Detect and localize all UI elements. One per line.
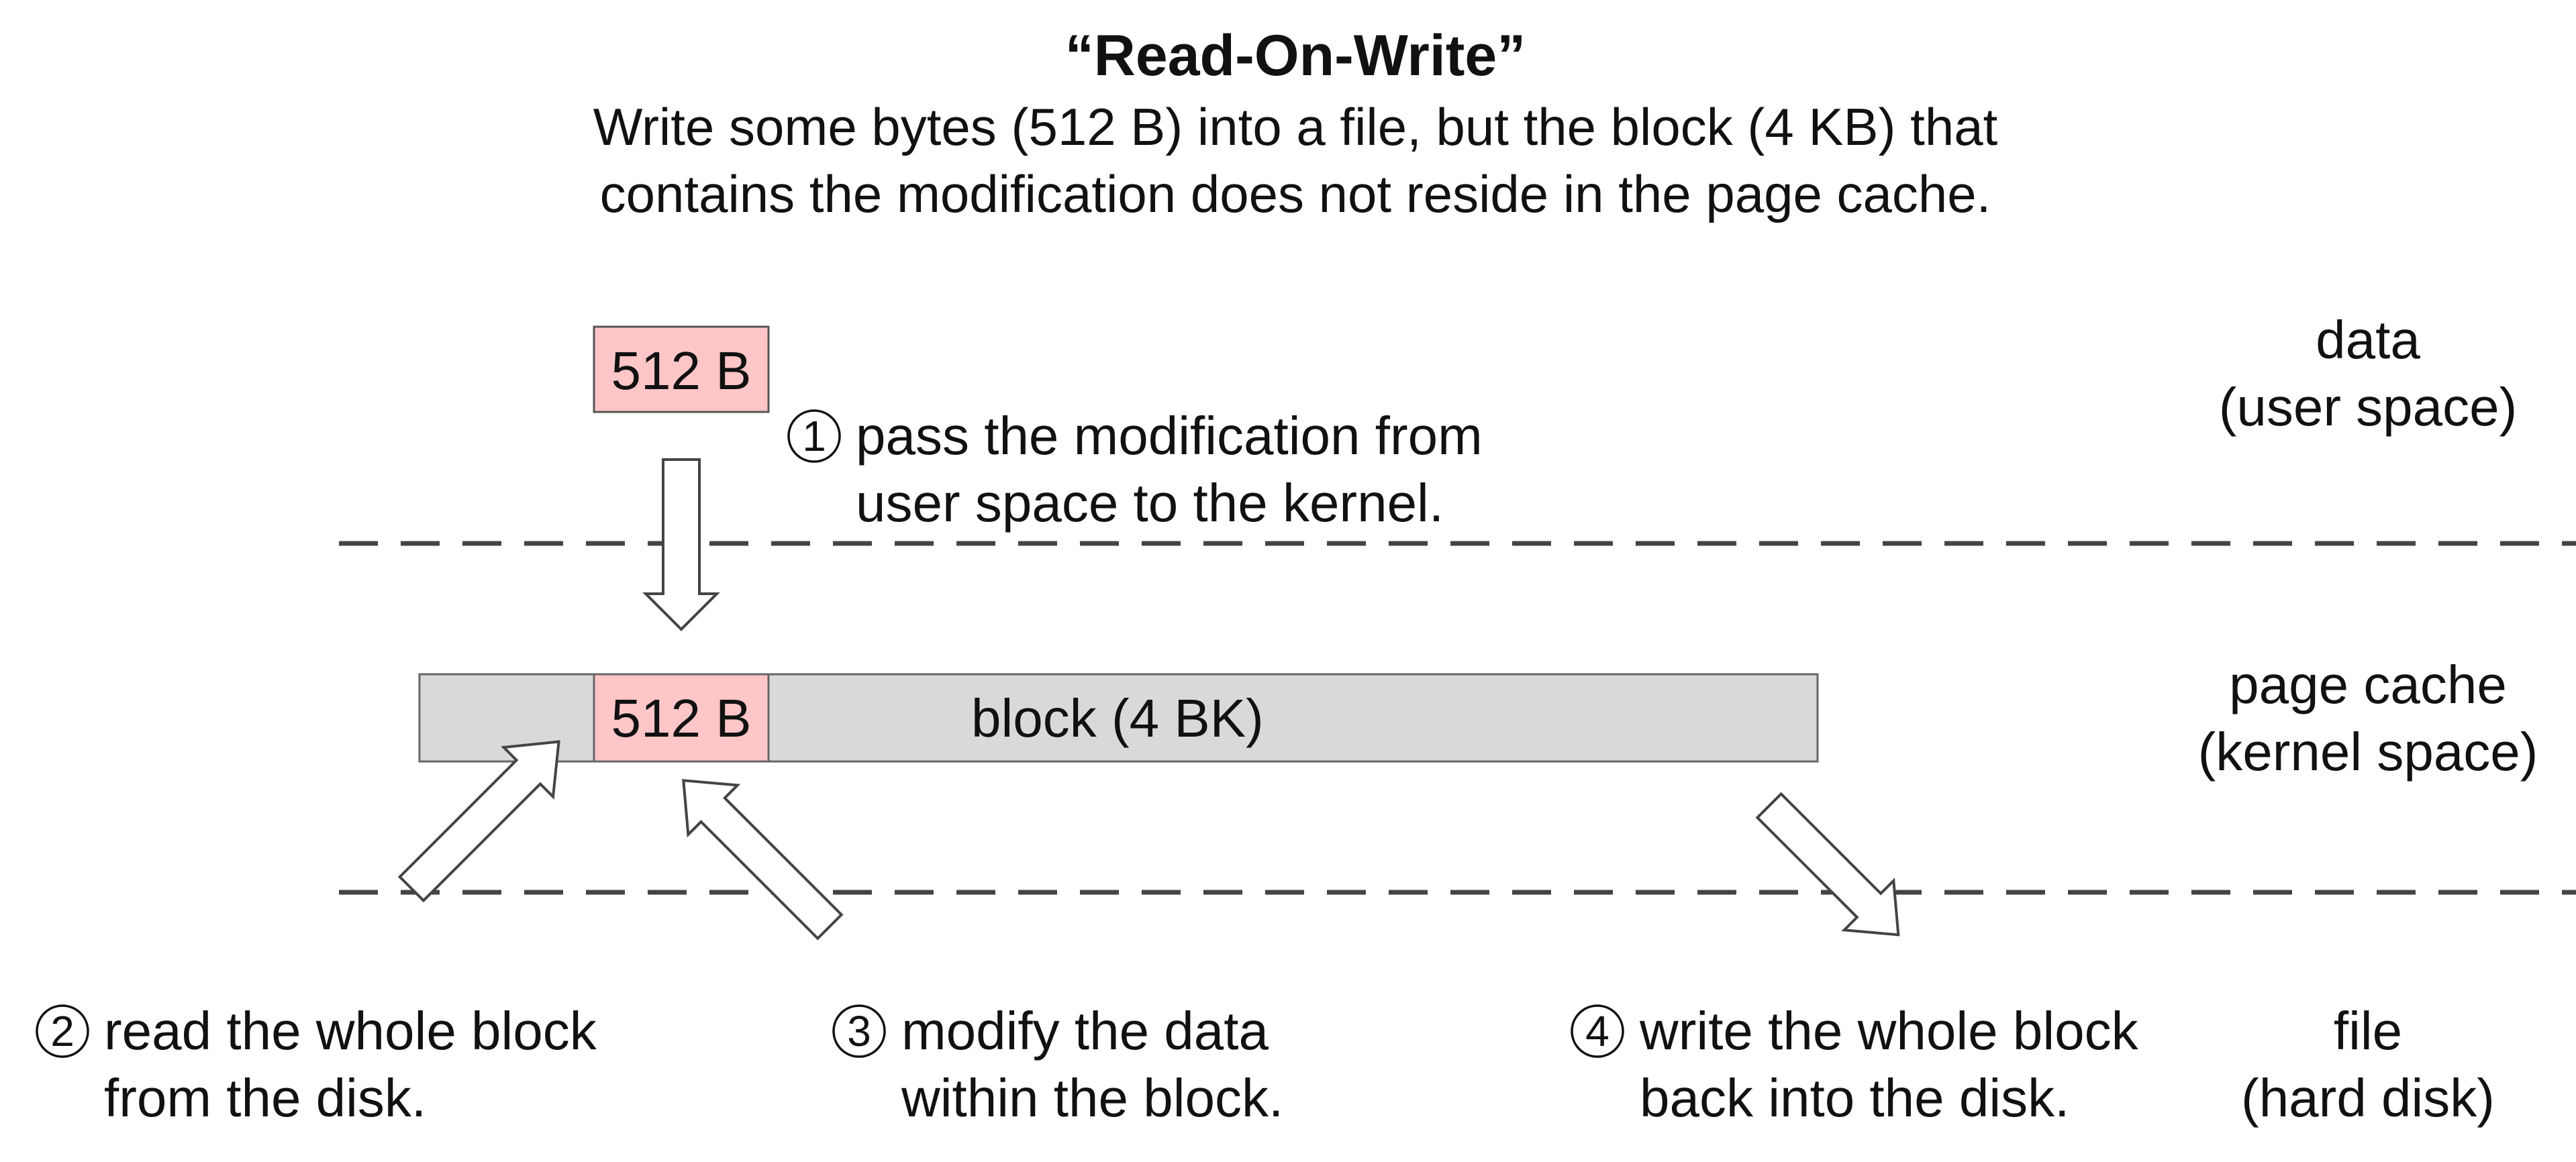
- diagram-title: “Read-On-Write”: [1065, 23, 1526, 88]
- subtitle-line-2: contains the modification does not resid…: [600, 164, 1991, 223]
- step-4-line-1: write the whole block: [1639, 1001, 2139, 1061]
- block-label: block (4 BK): [971, 688, 1264, 748]
- step-4-number: 4: [1585, 1007, 1609, 1055]
- step-4-line-2: back into the disk.: [1640, 1068, 2069, 1128]
- step-2-line-2: from the disk.: [104, 1068, 426, 1128]
- step-4-number-circle: [1571, 1004, 1624, 1058]
- step-2-number: 2: [50, 1007, 75, 1055]
- arrow-up-left-icon: [682, 779, 844, 941]
- layer-kernel-line-1: page cache: [2229, 655, 2507, 715]
- cache-chunk-label: 512 B: [611, 688, 751, 748]
- step-3: 3 modify the data within the block.: [832, 1001, 1283, 1128]
- step-3-line-2: within the block.: [901, 1068, 1283, 1128]
- arrow-up-right-icon: [397, 740, 560, 903]
- step-3-number: 3: [847, 1007, 871, 1055]
- user-data-chunk-label: 512 B: [611, 341, 751, 401]
- step-1-number-circle: [787, 409, 841, 463]
- user-data-chunk: 512 B: [593, 325, 770, 413]
- step-3-line-1: modify the data: [901, 1001, 1269, 1061]
- page-cache-block: 512 B block (4 BK): [418, 673, 1819, 763]
- step-2-number-circle: [36, 1004, 89, 1058]
- layer-label-kernel-space: page cache (kernel space): [2198, 655, 2538, 782]
- layer-user-line-2: (user space): [2219, 377, 2518, 437]
- step-1: 1 pass the modification from user space …: [787, 406, 1483, 533]
- layer-user-line-1: data: [2316, 310, 2420, 370]
- step-4: 4 write the whole block back into the di…: [1571, 1001, 2139, 1128]
- layer-disk-line-1: file: [2334, 1001, 2402, 1061]
- step-1-number: 1: [802, 412, 826, 460]
- layer-label-user-space: data (user space): [2219, 310, 2518, 437]
- layer-disk-line-2: (hard disk): [2241, 1068, 2495, 1128]
- layer-label-hard-disk: file (hard disk): [2241, 1001, 2495, 1128]
- arrow-down-icon: [642, 458, 720, 631]
- arrow-down-right-icon: [1755, 792, 1900, 937]
- step-1-line-1: pass the modification from: [856, 406, 1483, 466]
- step-1-line-2: user space to the kernel.: [856, 473, 1444, 533]
- subtitle-line-1: Write some bytes (512 B) into a file, bu…: [593, 97, 1998, 156]
- layer-kernel-line-2: (kernel space): [2198, 722, 2538, 782]
- step-3-number-circle: [832, 1004, 886, 1058]
- step-2: 2 read the whole block from the disk.: [36, 1001, 597, 1128]
- step-2-line-1: read the whole block: [104, 1001, 597, 1061]
